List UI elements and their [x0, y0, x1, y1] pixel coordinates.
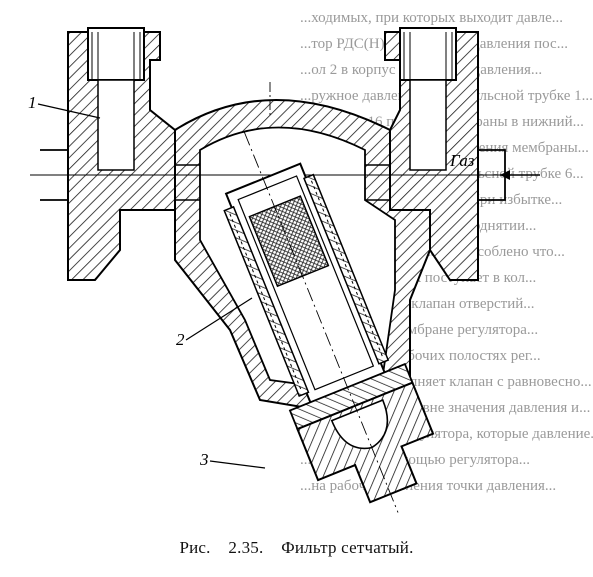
callout-3-label: 3 [199, 450, 209, 469]
flow-label-text: Газ [449, 151, 475, 170]
figure-caption: Рис. 2.35. Фильтр сетчатый. [0, 538, 593, 558]
callout-1: 1 [28, 93, 101, 119]
flow-label: Газ [449, 151, 475, 170]
caption-number: 2.35. [228, 538, 264, 557]
callout-2-label: 2 [176, 330, 185, 349]
left-flange [40, 27, 176, 281]
right-flange [384, 27, 506, 281]
background-text-line: ...ходимых, при которых выходит давле... [300, 10, 563, 26]
callout-2: 2 [176, 297, 253, 349]
filter-cartridge [223, 132, 435, 513]
caption-title: Фильтр сетчатый. [281, 538, 414, 557]
callout-1-label: 1 [28, 93, 37, 112]
caption-prefix: Рис. [179, 538, 211, 557]
background-text-line: ...на рабочие давления точки давления... [300, 478, 556, 494]
callout-3: 3 [199, 450, 266, 469]
